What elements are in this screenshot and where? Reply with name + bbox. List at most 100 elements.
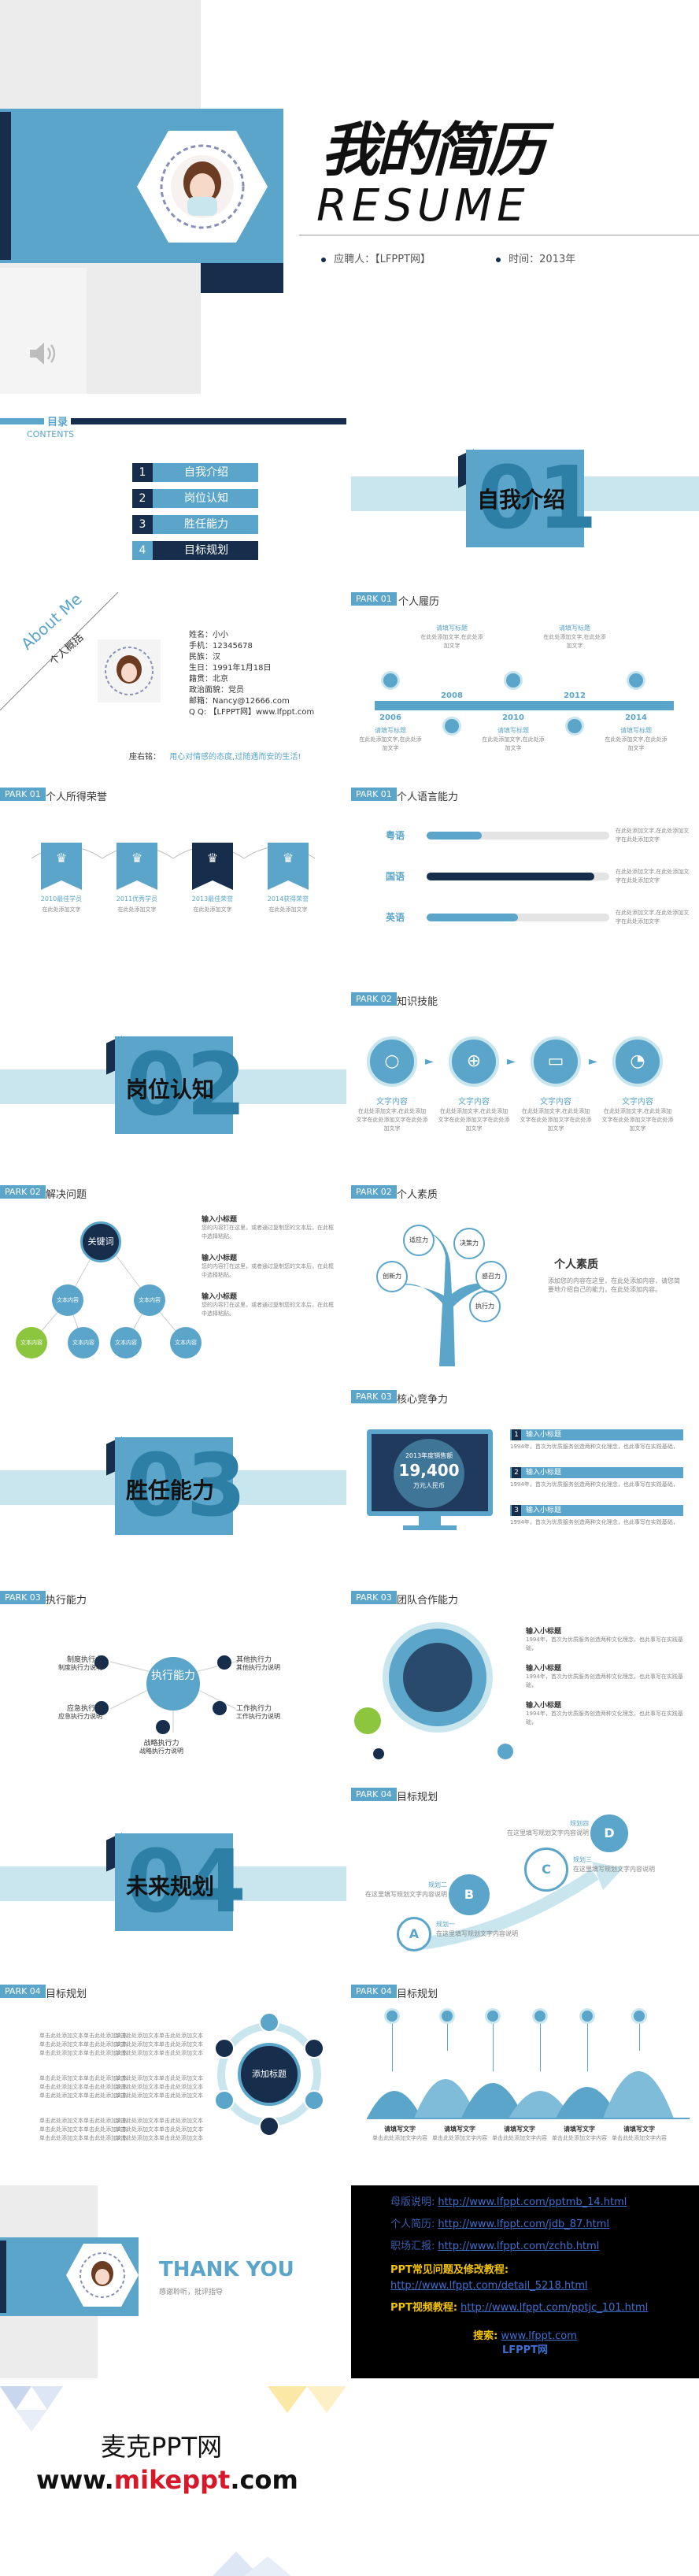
goal-node-heading: 规划三: [573, 1856, 592, 1863]
language-fill: [427, 873, 594, 880]
pin-stem: [540, 2024, 541, 2071]
link-url[interactable]: http://www.lfppt.com/zchb.html: [438, 2241, 600, 2252]
links-list: 母版说明:http://www.lfppt.com/pptmb_14.html 个…: [390, 2195, 690, 2322]
award-ribbon: [116, 843, 157, 890]
gear-icon: [94, 1701, 109, 1715]
about-line: 邮箱：Nancy@12666.com: [189, 697, 290, 706]
goal2-line: 单击此处添加文本单击此处添加文本: [39, 2084, 128, 2090]
about-avatar: [98, 639, 161, 702]
timeline-desc: 在此处添加文字,在此处添加文字: [420, 634, 483, 649]
link-url[interactable]: http://www.lfppt.com/pptjc_101.html: [460, 2302, 649, 2314]
laptop-icon: ▭: [531, 1036, 581, 1087]
knowledge-label: 文字内容: [458, 1098, 490, 1106]
cover-slide: 我的简历 RESUME 应聘人：【LFPPT网】 时间：2013年: [0, 0, 699, 394]
link-url[interactable]: http://www.lfppt.com/pptmb_14.html: [438, 2196, 627, 2208]
pin-icon: [579, 2008, 595, 2024]
pin-icon: [631, 2008, 647, 2024]
share-icon: [259, 2012, 279, 2033]
knowledge-desc: 在此处添加文字,在此处添加文字在此处添加文字在此处添加文字: [520, 1108, 592, 1132]
goal-node-a: A: [397, 1917, 431, 1951]
goal2-line: 单击此处添加文本单击此处添加文本: [39, 2092, 128, 2099]
section-tag: PARK 04: [351, 1985, 397, 1998]
core-item-bar: [510, 1467, 683, 1478]
language-track: [427, 914, 609, 921]
goal-node-heading: 规划四: [570, 1820, 589, 1827]
goal2-line: 单击此处添加文本单击此处添加文本: [115, 2084, 203, 2090]
quality-slide: PARK 02 个人素质 适应力决策力创新力感召力执行力 个人素质 添加您的内容…: [351, 1185, 699, 1374]
execution-center: 执行能力: [146, 1657, 200, 1711]
pin-stem: [493, 2024, 494, 2071]
quality-tree: [398, 1232, 493, 1366]
slide-title: 个人语言能力: [397, 791, 459, 803]
cover-title-cn: 我的简历: [321, 117, 545, 184]
problem-slide: PARK 02 解决问题 关键词 文本内容文本内容文本内容文本内容文本内容文本内…: [0, 1185, 346, 1374]
bullet-title: 输入小标题: [202, 1293, 238, 1301]
language-label: 英语: [386, 912, 405, 923]
toc-item-1[interactable]: 1 自我介绍: [132, 463, 258, 482]
motto-label: 座右铭：: [129, 753, 161, 762]
bullet-desc: 您的内容打在这里，或者通过复制您的文本后，在此框中选择粘贴。: [202, 1225, 334, 1240]
section-number: 04: [126, 1831, 247, 1932]
section-tag: PARK 03: [351, 1390, 397, 1403]
resource-link[interactable]: 职场汇报:http://www.lfppt.com/zchb.html: [390, 2239, 690, 2255]
timeline-dot: [565, 717, 584, 736]
section-tag: PARK 01: [351, 592, 397, 606]
award-desc: 在此处添加文字: [42, 906, 81, 913]
wave-heading: 请填写文字: [384, 2126, 416, 2133]
award-desc: 在此处添加文字: [117, 906, 157, 913]
award-label: 2010最佳学员: [40, 895, 83, 903]
thanks-avatar: [66, 2244, 139, 2307]
toc-top-bar: [0, 418, 346, 424]
link-url[interactable]: http://www.lfppt.com/detail_5218.html: [390, 2280, 588, 2292]
resource-link[interactable]: 个人简历:http://www.lfppt.com/jdb_87.html: [390, 2217, 690, 2233]
footer-url[interactable]: www.mikeppt.com: [36, 2465, 298, 2495]
about-info: 姓名：小小 手机：12345678 民族：汉 生日：1991年1月18日 籍贯：…: [189, 630, 314, 718]
thanks-navy-strip: [0, 2241, 6, 2313]
goal-node-c: C: [524, 1848, 568, 1892]
timeline-heading: 请填写标题: [620, 727, 652, 734]
speaker-icon[interactable]: [28, 340, 61, 367]
award-ribbon: [41, 843, 82, 890]
core-item-bar: [510, 1429, 683, 1440]
bullet-title: 输入小标题: [202, 1216, 238, 1224]
bullet-dot: [496, 257, 501, 262]
link-label: PPT视频教程:: [390, 2302, 458, 2314]
resource-link[interactable]: PPT视频教程:http://www.lfppt.com/pptjc_101.h…: [390, 2300, 690, 2316]
timeline-desc: 在此处添加文字,在此处添加文字: [605, 736, 668, 751]
pin-stem: [392, 2024, 393, 2071]
pin-icon: [213, 2038, 235, 2059]
cover-navy-strip: [0, 112, 11, 260]
about-line: 民族：汉: [189, 653, 220, 662]
goal2-line: 单击此处添加文本单击此处添加文本: [115, 2092, 203, 2099]
execution-item-title: 应急执行力: [66, 1705, 102, 1713]
section-number: 01: [477, 447, 598, 548]
language-label: 国语: [386, 871, 405, 882]
timeline-dot: [627, 671, 645, 690]
core-item-bar: [510, 1505, 683, 1516]
award-ribbon: [192, 843, 233, 890]
timeline-year: 2014: [625, 713, 647, 722]
trophy-icon: ♛: [131, 851, 143, 865]
resource-link[interactable]: PPT常见问题及修改教程:http://www.lfppt.com/detail…: [390, 2263, 690, 2294]
slide-title: 团队合作能力: [397, 1595, 459, 1607]
link-url[interactable]: http://www.lfppt.com/jdb_87.html: [438, 2218, 610, 2230]
resource-link[interactable]: 母版说明:http://www.lfppt.com/pptmb_14.html: [390, 2195, 690, 2211]
monitor-stand: [419, 1516, 441, 1525]
search-url[interactable]: www.lfppt.com: [501, 2330, 577, 2342]
toc-subtitle: CONTENTS: [27, 429, 75, 439]
bullet-desc: 1994年，首次为优质服务创造两种文化理念，也此事写在实践基础，: [526, 1711, 683, 1725]
section-title: 胜任能力: [126, 1477, 215, 1503]
section-02-slide: 02 岗位认知: [0, 992, 346, 1162]
problem-bullet: 输入小标题您的内容打在这里，或者通过复制您的文本后，在此框中选择粘贴。: [202, 1214, 335, 1241]
wave-desc: 单击此处添加文字内容: [492, 2135, 547, 2141]
stat-unit: 万元人民币: [413, 1482, 445, 1489]
footer-brand-cn: 麦克PPT网: [101, 2432, 223, 2462]
toc-item-label: 自我介绍: [184, 466, 228, 479]
toc-item-num: 1: [132, 463, 153, 482]
section-tag: PARK 02: [0, 1185, 46, 1199]
